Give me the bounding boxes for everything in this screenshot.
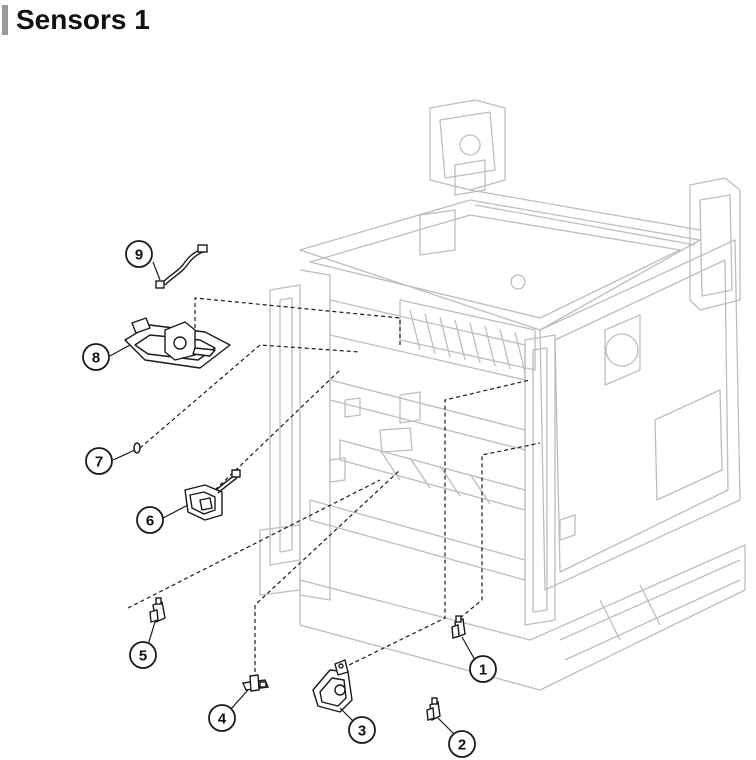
callout-5: 5 bbox=[129, 641, 157, 669]
callout-9: 9 bbox=[125, 240, 153, 268]
callouts: 9 8 7 6 5 4 3 2 bbox=[82, 240, 497, 758]
svg-text:1: 1 bbox=[479, 662, 487, 679]
part-5-sensor bbox=[149, 597, 166, 624]
part-9-cable bbox=[155, 244, 208, 289]
svg-text:5: 5 bbox=[139, 648, 147, 665]
leader-line-3 bbox=[342, 379, 531, 669]
printer-frame bbox=[259, 99, 746, 691]
part-3-sensor-assembly bbox=[312, 659, 353, 713]
part-6-sensor bbox=[184, 469, 241, 521]
callout-1: 1 bbox=[469, 655, 497, 683]
part-8-sensor-bracket bbox=[124, 317, 231, 369]
callout-2: 2 bbox=[448, 730, 476, 758]
svg-text:4: 4 bbox=[218, 711, 227, 728]
page-header: Sensors 1 bbox=[0, 0, 150, 40]
leader-line-1 bbox=[459, 442, 541, 619]
callout-7: 7 bbox=[85, 447, 113, 475]
callout-3: 3 bbox=[348, 716, 376, 744]
leader-line-5 bbox=[127, 479, 381, 609]
leader-line-8 bbox=[194, 297, 401, 345]
part-7-clip bbox=[133, 442, 141, 454]
callout-8: 8 bbox=[82, 343, 110, 371]
svg-text:8: 8 bbox=[92, 350, 100, 367]
part-1-sensor bbox=[451, 615, 466, 639]
svg-text:7: 7 bbox=[95, 454, 103, 471]
leader-line-7 bbox=[139, 344, 361, 449]
leader-line-4 bbox=[254, 469, 401, 672]
svg-text:3: 3 bbox=[358, 723, 366, 740]
part-4-sensor bbox=[241, 674, 270, 692]
svg-text:9: 9 bbox=[135, 247, 143, 264]
callout-6: 6 bbox=[136, 506, 164, 534]
callout-4: 4 bbox=[208, 704, 236, 732]
svg-text:6: 6 bbox=[146, 513, 154, 530]
part-2-sensor bbox=[426, 697, 441, 722]
title-accent-bar bbox=[2, 5, 8, 35]
svg-text:2: 2 bbox=[458, 737, 466, 754]
page-title: Sensors 1 bbox=[16, 4, 150, 35]
